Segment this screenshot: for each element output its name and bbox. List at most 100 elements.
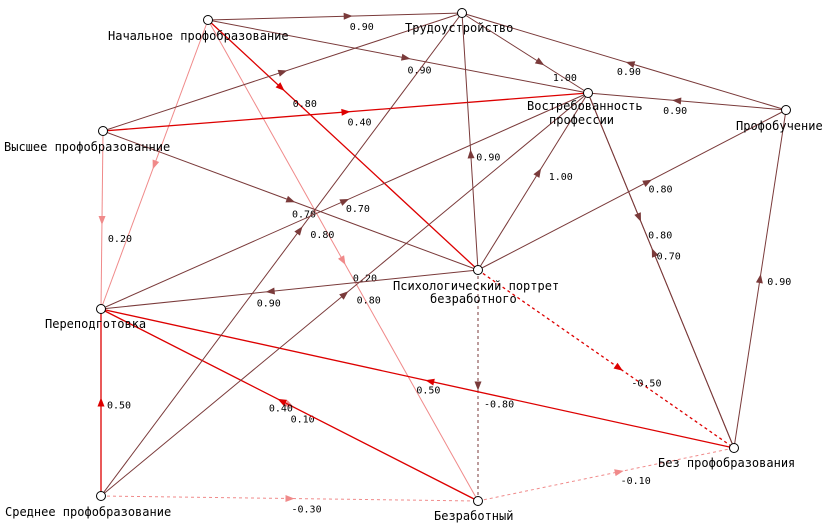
edge-weight-label: 0.90 — [476, 152, 500, 163]
edge-arrowhead — [474, 381, 482, 391]
edge-arrowhead — [534, 57, 545, 66]
edge-bezrab-perepod: 0.40 — [100, 308, 479, 502]
edge-profob-vostreb: 0.90 — [587, 92, 787, 117]
nodes-layer: Начальное профобразование Трудоустройство… — [4, 8, 823, 524]
edge-arrowhead — [337, 255, 346, 265]
edge-vostreb-bez: 0.80 — [587, 92, 735, 449]
edge-weight-label: 0.80 — [310, 230, 334, 241]
edge-line — [100, 269, 479, 310]
edge-nachalnoe-psych: 0.80 — [207, 19, 479, 271]
edge-weight-label: -0.80 — [484, 400, 514, 411]
edge-weight-label: 0.80 — [648, 184, 672, 195]
node-srednee[interactable]: Среднее профобразование — [5, 491, 171, 520]
node-label: Безработный — [434, 509, 513, 523]
edge-bez-perepod: 0.50 — [100, 308, 735, 449]
edge-weight-label: -0.10 — [621, 476, 651, 487]
edge-weight-label: 0.50 — [107, 401, 131, 412]
edges-layer: 0.900.900.800.201.000.900.900.400.700.20… — [97, 12, 791, 516]
node-circle[interactable] — [457, 8, 467, 18]
edge-arrowhead — [341, 108, 351, 116]
node-label: Среднее профобразование — [5, 505, 171, 519]
edge-srednee-trud: 0.80 — [100, 12, 463, 497]
edge-profob-trud: 0.90 — [461, 12, 787, 111]
node-circle[interactable] — [473, 496, 483, 506]
edge-arrowhead — [265, 287, 275, 295]
edge-arrowhead — [152, 159, 160, 170]
node-bez[interactable]: Без профобразования — [658, 443, 795, 471]
edge-arrowhead — [343, 12, 353, 20]
node-vysshee[interactable]: Высшее профобразованние — [4, 126, 170, 155]
edge-weight-label: 0.70 — [346, 204, 370, 215]
node-circle[interactable] — [203, 15, 213, 25]
edge-line — [461, 12, 787, 111]
edge-arrowhead — [97, 397, 105, 407]
edge-arrowhead — [614, 469, 624, 477]
node-label: профессии — [549, 113, 614, 127]
edge-weight-label: 0.80 — [648, 231, 672, 242]
edge-bezrab-bez: -0.10 — [477, 447, 735, 502]
edge-weight-label: 0.10 — [291, 415, 315, 426]
node-label: Трудоустройство — [405, 21, 513, 35]
edge-psych-profob: 0.80 — [477, 109, 787, 271]
edge-arrowhead — [339, 291, 349, 300]
node-label: Высшее профобразованние — [4, 140, 170, 154]
edge-weight-label: 0.80 — [357, 295, 381, 306]
node-circle[interactable] — [98, 126, 108, 136]
edge-nachalnoe-bezrab: 0.20 — [207, 19, 479, 502]
node-circle[interactable] — [781, 105, 791, 115]
edge-perepod-vostreb: 0.70 — [100, 92, 589, 310]
edge-line — [100, 308, 735, 449]
edge-weight-label: 0.20 — [353, 273, 377, 284]
node-bezrab[interactable]: Безработный — [434, 496, 513, 524]
edge-arrowhead — [277, 398, 288, 407]
node-label: Востребованность — [527, 99, 643, 113]
edge-weight-label: 0.70 — [292, 209, 316, 220]
edge-psych-perepod: 0.90 — [100, 269, 479, 310]
edge-arrowhead — [277, 69, 288, 77]
node-circle[interactable] — [583, 88, 593, 98]
edge-srednee-vostreb: 0.80 — [100, 92, 589, 497]
node-trud[interactable]: Трудоустройство — [405, 8, 513, 36]
edge-weight-label: 0.50 — [416, 386, 440, 397]
edge-vysshee-vostreb: 0.40 — [102, 92, 589, 132]
edge-vysshee-psych: 0.70 — [102, 130, 479, 271]
edge-vysshee-perepod: 0.20 — [98, 130, 132, 310]
edge-arrowhead — [285, 195, 296, 203]
edge-arrowhead — [651, 248, 659, 258]
node-circle[interactable] — [473, 265, 483, 275]
edge-weight-label: -0.50 — [631, 378, 661, 389]
node-label: Психологический портрет — [393, 279, 559, 293]
edge-weight-label: 1.00 — [553, 73, 577, 84]
edge-weight-label: 0.70 — [657, 251, 681, 262]
edge-psych-trud: 0.90 — [461, 12, 500, 271]
node-perepod[interactable]: Переподготовка — [45, 304, 146, 332]
edge-arrowhead — [642, 179, 652, 187]
node-circle[interactable] — [729, 443, 739, 453]
node-circle[interactable] — [96, 491, 106, 501]
edge-weight-label: -0.30 — [291, 505, 321, 516]
node-nachalnoe[interactable]: Начальное профобразование — [108, 15, 289, 44]
edge-line — [207, 12, 463, 21]
edge-arrowhead — [533, 168, 542, 178]
edge-line — [587, 92, 735, 449]
edge-weight-label: 0.90 — [350, 22, 374, 33]
edge-weight-label: 0.90 — [663, 106, 687, 117]
edge-line — [207, 19, 479, 271]
edge-arrowhead — [294, 226, 303, 236]
edge-weight-label: 0.90 — [767, 277, 791, 288]
edge-psych-bezrab: -0.80 — [474, 270, 514, 501]
edge-vysshee-trud — [102, 12, 463, 132]
node-label: Профобучение — [736, 119, 823, 133]
edge-arrowhead — [98, 215, 106, 225]
node-profob[interactable]: Профобучение — [736, 105, 823, 134]
node-label: Начальное профобразование — [108, 29, 289, 43]
edge-arrowhead — [285, 494, 295, 502]
edge-srednee-perepod: 0.50 — [97, 309, 131, 496]
edge-nachalnoe-trud: 0.90 — [207, 12, 463, 33]
node-circle[interactable] — [96, 304, 106, 314]
edge-line — [477, 92, 589, 271]
edge-weight-label: 0.20 — [108, 234, 132, 245]
